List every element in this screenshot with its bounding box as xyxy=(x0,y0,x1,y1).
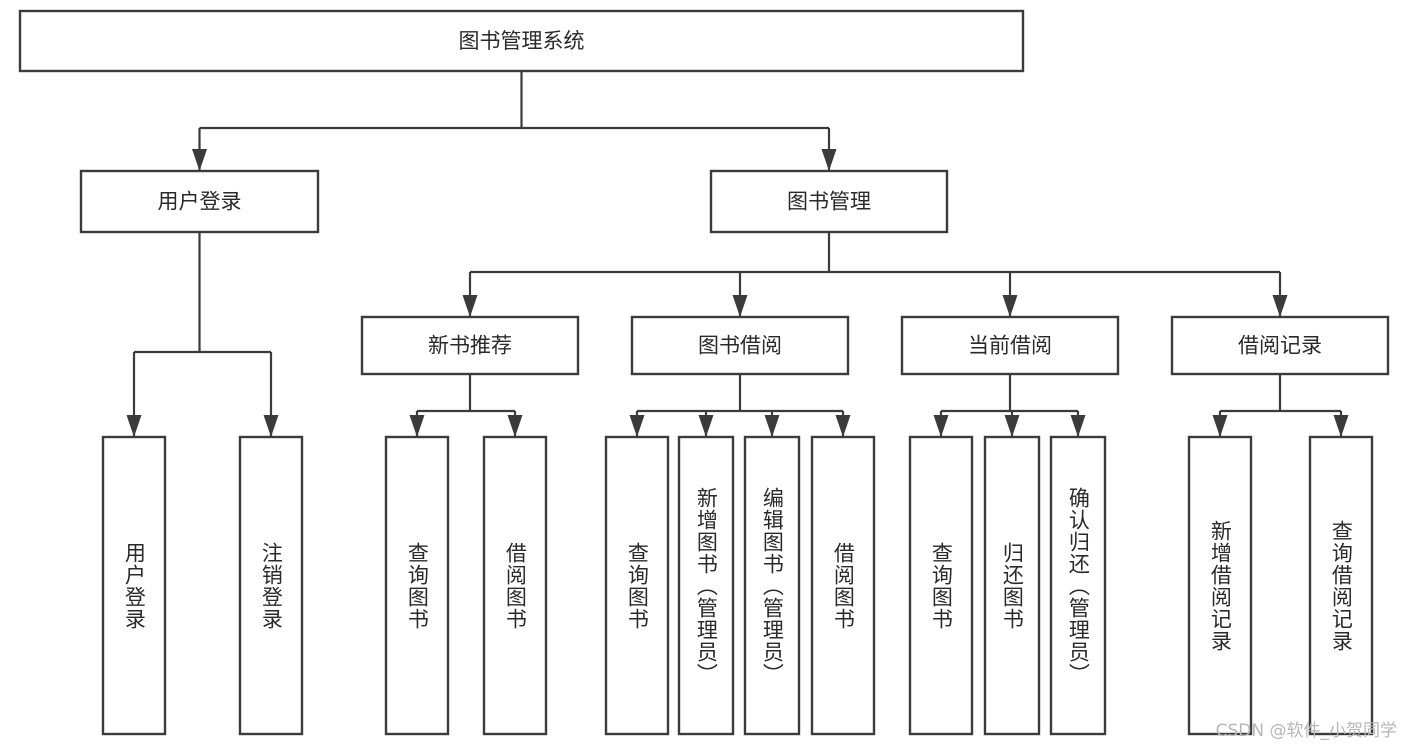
arrow-down-icon xyxy=(263,415,279,437)
node-l3-box-current-borrow[interactable] xyxy=(900,315,1120,376)
arrow-down-icon xyxy=(698,415,714,437)
node-leaf-box-leaf-return-book[interactable] xyxy=(983,435,1041,736)
node-l2-label-book-manage: 图书管理 xyxy=(787,190,871,214)
node-l3-box-new-book-recommend[interactable] xyxy=(360,315,580,376)
node-leaf-box-leaf-borrow-book-1[interactable] xyxy=(482,435,548,736)
arrow-down-icon xyxy=(629,415,645,437)
arrow-down-icon xyxy=(126,415,142,437)
arrow-down-icon xyxy=(732,295,748,317)
node-l3-label-borrow-record: 借阅记录 xyxy=(1238,334,1322,358)
node-l3-label-new-book-recommend: 新书推荐 xyxy=(428,334,512,358)
node-leaf-box-leaf-query-book-3[interactable] xyxy=(908,435,974,736)
arrow-down-icon xyxy=(507,415,523,437)
node-l3-box-book-borrow[interactable] xyxy=(630,315,850,376)
node-leaf-box-leaf-borrow-book-2[interactable] xyxy=(810,435,876,736)
node-leaf-box-leaf-add-book[interactable] xyxy=(677,435,735,736)
arrow-down-icon xyxy=(821,149,837,171)
node-leaf-box-leaf-logout-login[interactable] xyxy=(238,435,304,736)
arrow-down-icon xyxy=(933,415,949,437)
node-l3-label-current-borrow: 当前借阅 xyxy=(968,334,1052,358)
node-l2-box-user-login[interactable] xyxy=(79,169,320,234)
node-l2-box-book-manage[interactable] xyxy=(709,169,949,234)
arrow-down-icon xyxy=(1212,415,1228,437)
boxes-layer xyxy=(18,9,1390,736)
arrow-down-icon xyxy=(1272,295,1288,317)
node-l2-label-user-login: 用户登录 xyxy=(158,190,242,214)
arrow-down-icon xyxy=(462,295,478,317)
arrow-down-icon xyxy=(1002,295,1018,317)
node-l3-label-book-borrow: 图书借阅 xyxy=(698,334,782,358)
arrow-down-icon xyxy=(835,415,851,437)
node-leaf-box-leaf-user-login[interactable] xyxy=(101,435,167,736)
arrow-down-icon xyxy=(1333,415,1349,437)
connectors-layer xyxy=(126,71,1349,437)
arrow-down-icon xyxy=(764,415,780,437)
node-leaf-box-leaf-add-record[interactable] xyxy=(1187,435,1253,736)
arrow-down-icon xyxy=(409,415,425,437)
node-leaf-box-leaf-query-record[interactable] xyxy=(1308,435,1374,736)
node-leaf-box-leaf-confirm-return[interactable] xyxy=(1049,435,1107,736)
node-leaf-box-leaf-query-book-1[interactable] xyxy=(384,435,450,736)
arrow-down-icon xyxy=(192,149,207,171)
node-leaf-box-leaf-edit-book[interactable] xyxy=(743,435,801,736)
node-leaf-box-leaf-query-book-2[interactable] xyxy=(604,435,670,736)
node-l3-box-borrow-record[interactable] xyxy=(1170,315,1390,376)
arrow-down-icon xyxy=(1070,415,1086,437)
arrow-down-icon xyxy=(1004,415,1020,437)
node-root-label: 图书管理系统 xyxy=(459,29,585,53)
node-root-box[interactable] xyxy=(18,9,1025,73)
